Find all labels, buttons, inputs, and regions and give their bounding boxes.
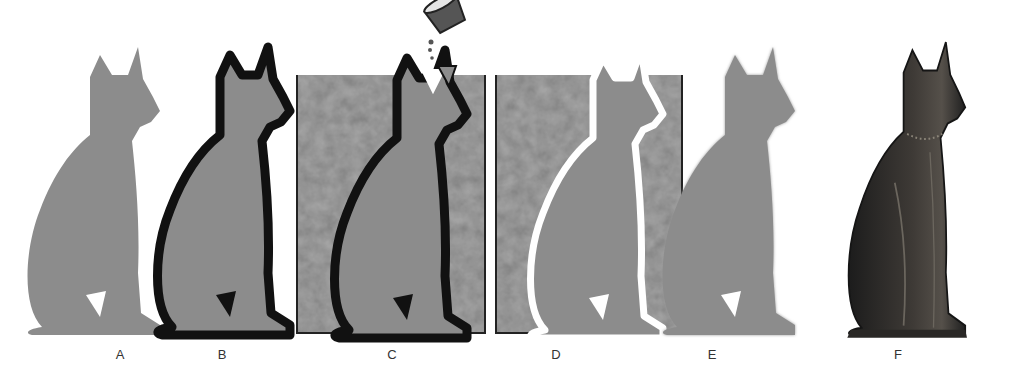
pouring-container — [297, 0, 485, 338]
panel-letter: B — [218, 347, 227, 362]
panel-letter: D — [551, 347, 560, 362]
panel-letter: E — [708, 347, 717, 362]
coated-model — [158, 47, 291, 335]
filled-mould — [496, 50, 682, 338]
panel-letter: F — [894, 347, 902, 362]
panel-letter: A — [116, 347, 125, 362]
wax-model — [28, 47, 161, 335]
finished-statue — [847, 42, 967, 338]
raw-casting — [663, 47, 796, 335]
crucible — [422, 0, 468, 35]
panel-letter: C — [387, 347, 396, 362]
